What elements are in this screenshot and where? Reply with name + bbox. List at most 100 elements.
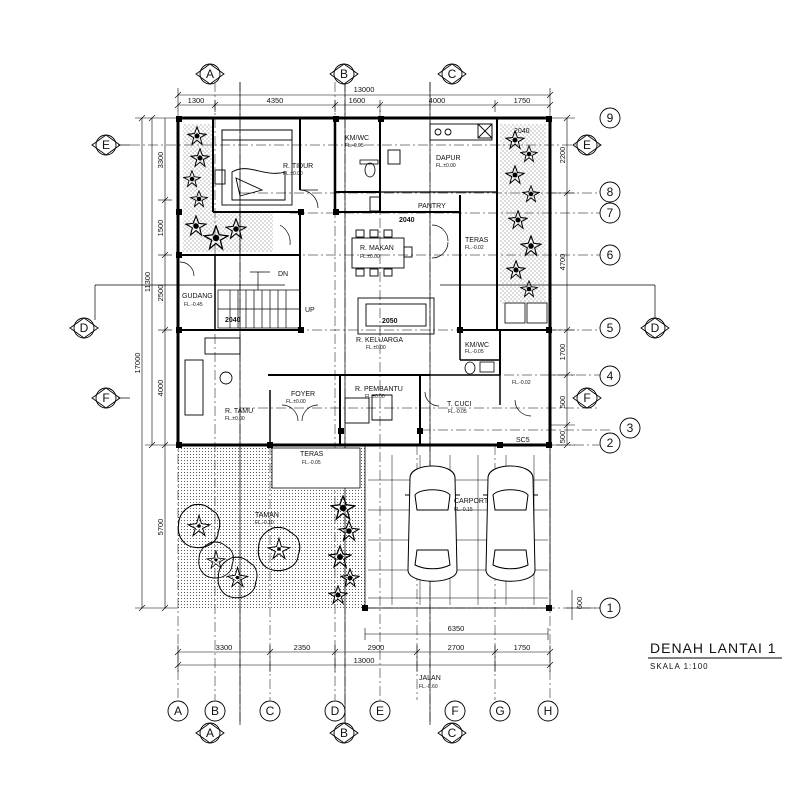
left-dim-2: 1500 [156, 220, 165, 237]
marker-leaders [94, 82, 656, 725]
room-dapur-fl: FL.±0.00 [436, 163, 456, 169]
room-kmwc1: KM/WC [345, 135, 369, 142]
room-kmwc2: KM/WC [465, 342, 489, 349]
room-taman-fl: FL.-0.10 [255, 520, 274, 526]
right-dim-1: 2200 [558, 147, 567, 164]
row-marker-6: 6 [607, 248, 614, 262]
top-grid-markers [195, 63, 467, 85]
left-dim-5: 5700 [156, 519, 165, 536]
room-keluarga-fl: FL.±0.00 [366, 345, 386, 351]
bottom-section-markers [195, 722, 467, 744]
room-makan: R. MAKAN [360, 245, 394, 252]
label-sc5: SC5 [516, 437, 530, 444]
car-right [483, 465, 538, 582]
room-cuci-fl: FL.-0.05 [448, 409, 467, 415]
room-foyer: FOYER [291, 391, 315, 398]
label-jalan: JALAN [419, 675, 441, 682]
top-dim-2: 4350 [267, 96, 284, 105]
room-makan-fl: FL.±0.00 [360, 254, 380, 260]
front-terrace-slab [271, 447, 361, 489]
row-marker-9: 9 [607, 111, 614, 125]
top-total-dim: 13000 [354, 85, 375, 94]
carport-width-dim: 6350 [448, 624, 465, 633]
top-dim-4: 4000 [429, 96, 446, 105]
stair-dim: 2040 [225, 317, 241, 324]
right-dim-5: 500 [558, 431, 567, 444]
grid-col-h: H [544, 704, 553, 718]
bed [214, 129, 293, 206]
room-teras: TERAS [300, 451, 324, 458]
dining-table [351, 229, 413, 277]
garden-dim: 2040 [514, 128, 530, 135]
row-marker-5: 5 [607, 321, 614, 335]
room-cuci: T. CUCI [447, 401, 472, 408]
pantry-dim: 2040 [399, 217, 415, 224]
row-marker-8: 8 [607, 185, 614, 199]
top-marker-c: C [448, 67, 457, 81]
side-marker-f-right: F [583, 391, 590, 405]
garden-strip-right [500, 124, 546, 304]
room-taman: TAMAN [255, 512, 279, 519]
columns [176, 116, 552, 611]
room-tidur-fl: FL.±0.00 [283, 171, 303, 177]
top-dim-1: 1300 [188, 96, 205, 105]
right-dim-2: 4700 [558, 254, 567, 271]
stair-dn: DN [278, 271, 288, 278]
side-marker-e-left: E [102, 138, 110, 152]
row-marker-7: 7 [607, 206, 614, 220]
side-fl: FL.-0.02 [512, 380, 531, 386]
room-carport-fl: FL.-0.15 [454, 507, 473, 513]
bottom-total-dim: 13000 [354, 656, 375, 665]
grid-col-a: A [174, 704, 182, 718]
left-sub-dim: 11300 [143, 272, 152, 292]
column-grid-markers [167, 700, 559, 722]
keluarga-dim: 2050 [382, 318, 398, 325]
right-dim-6: 600 [575, 597, 584, 610]
bottom-dim-4: 2700 [448, 643, 465, 652]
label-jalan-fl: FL.-0.60 [419, 684, 438, 690]
drawing-scale: SKALA 1:100 [650, 662, 709, 671]
bottom-dim-2: 2350 [294, 643, 311, 652]
room-tamu: R. TAMU [225, 408, 253, 415]
side-marker-d-left: D [80, 321, 89, 335]
room-gudang-fl: FL.-0.45 [184, 302, 203, 308]
staircase [217, 271, 301, 329]
stair-up: UP [305, 307, 315, 314]
room-pembantu: R. PEMBANTU [355, 386, 403, 393]
side-section-markers [69, 134, 670, 409]
side-marker-e-right: E [583, 138, 591, 152]
top-dim-3: 1600 [349, 96, 366, 105]
grid-col-g: G [495, 704, 504, 718]
doors [179, 189, 532, 422]
right-dimensions [550, 114, 600, 620]
grid-col-e: E [376, 704, 384, 718]
room-labels: R. TIDUR FL.±0.00 KM/WC FL.-0.05 DAPUR F… [182, 128, 531, 690]
room-teras-side-fl: FL.-0.02 [465, 245, 484, 251]
left-dim-1: 3300 [156, 152, 165, 169]
room-keluarga: R. KELUARGA [356, 337, 403, 344]
bottom-section-c: C [448, 726, 457, 740]
bottom-section-b: B [340, 726, 348, 740]
grid-col-b: B [211, 704, 219, 718]
top-marker-b: B [340, 67, 348, 81]
row-marker-2: 2 [607, 436, 614, 450]
room-tamu-fl: FL.±0.00 [225, 416, 245, 422]
row-marker-1: 1 [607, 601, 614, 615]
room-teras-side: TERAS [465, 237, 489, 244]
bottom-dim-5: 1750 [514, 643, 531, 652]
row-marker-4: 4 [607, 369, 614, 383]
top-dim-5: 1750 [514, 96, 531, 105]
room-gudang: GUDANG [182, 293, 213, 300]
car-left [405, 465, 460, 582]
row-marker-3: 3 [627, 421, 634, 435]
kitchen-counter [369, 123, 493, 212]
room-kmwc1-fl: FL.-0.05 [345, 143, 364, 149]
left-dim-4: 4000 [156, 380, 165, 397]
walls [176, 116, 552, 609]
bottom-section-a: A [206, 726, 214, 740]
drawing-title: DENAH LANTAI 1 [650, 640, 777, 656]
room-tidur: R. TIDUR [283, 163, 313, 170]
left-total-dim: 17000 [133, 353, 142, 374]
room-pembantu-fl: FL.±0.00 [365, 394, 385, 400]
